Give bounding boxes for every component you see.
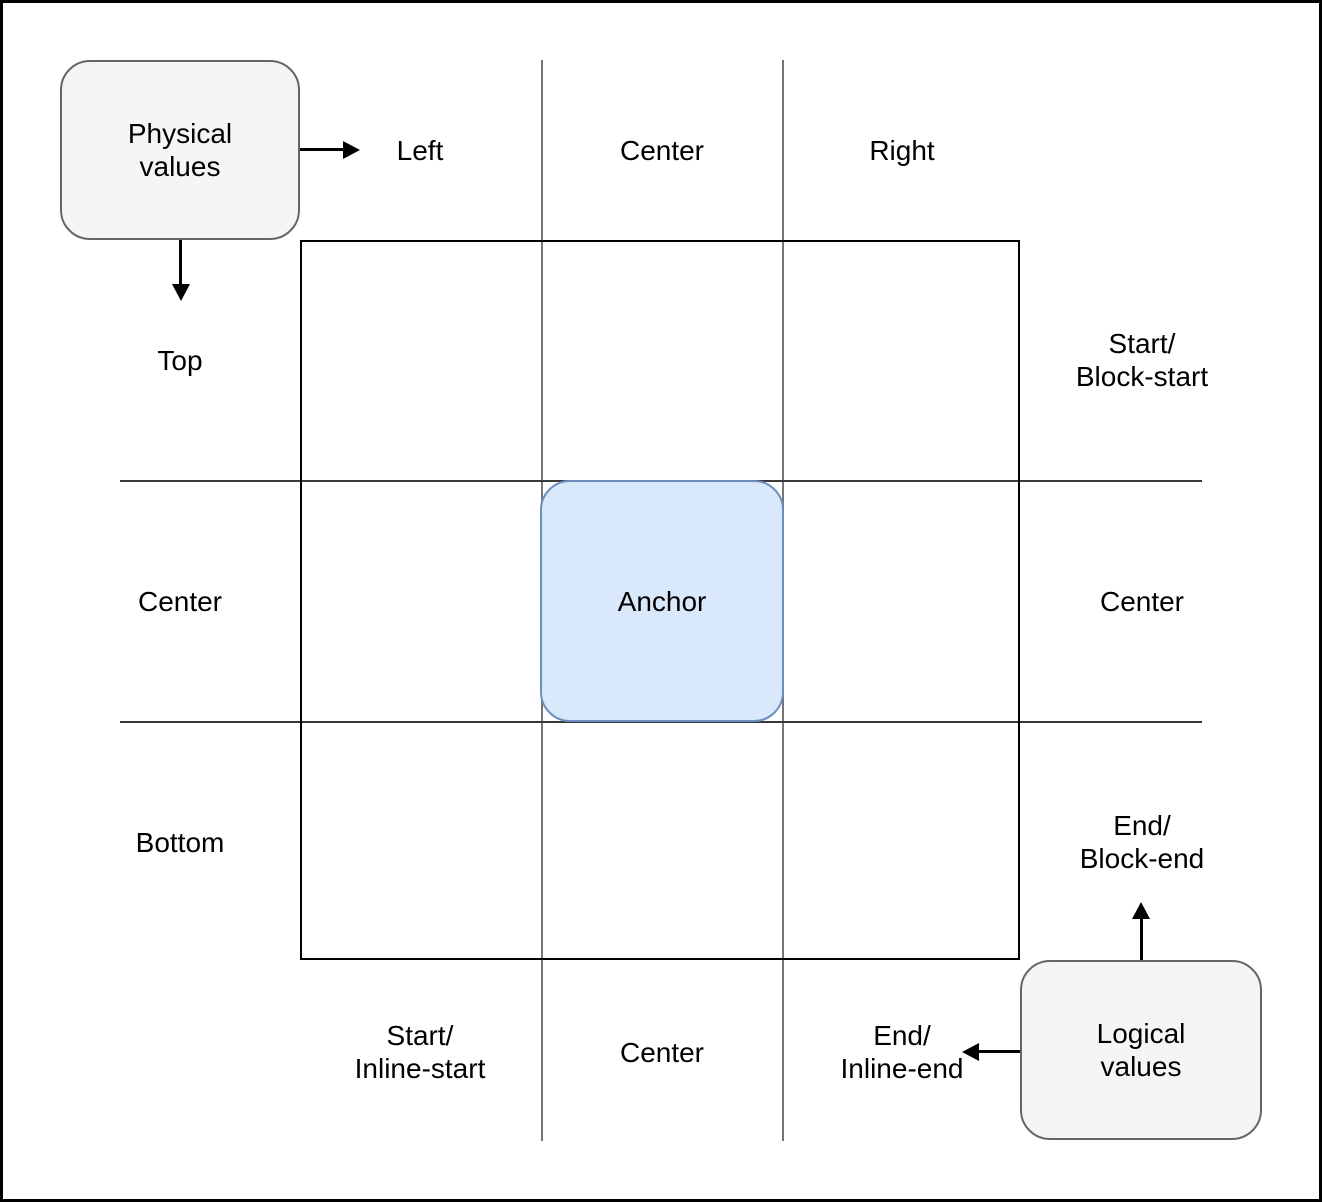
label-end-inline-end: End/ Inline-end — [840, 1020, 964, 1084]
label-end-block-end: End/ Block-end — [1079, 810, 1205, 874]
logical-values-label: Logical values — [1096, 1018, 1186, 1082]
physical-values-label: Physical values — [127, 118, 233, 182]
label-bottom: Bottom — [135, 826, 225, 858]
anchor-grid-square — [300, 240, 1020, 960]
physical-to-top-arrowhead-icon — [172, 284, 190, 301]
label-left: Left — [396, 134, 444, 166]
logical-to-block-end-arrowhead-icon — [1132, 902, 1150, 919]
anchor-box: Anchor — [540, 480, 784, 722]
physical-values-box: Physical values — [60, 60, 300, 240]
label-top: Top — [157, 344, 203, 376]
logical-values-box: Logical values — [1020, 960, 1262, 1140]
logical-to-inline-end-arrow-shaft — [979, 1050, 1020, 1053]
physical-to-left-arrowhead-icon — [343, 141, 360, 159]
physical-to-left-arrow-shaft — [300, 148, 343, 151]
label-left-center: Center — [137, 585, 223, 617]
label-right: Right — [869, 134, 935, 166]
anchor-label: Anchor — [617, 585, 707, 617]
label-start-block-start: Start/ Block-start — [1075, 328, 1209, 392]
label-start-inline-start: Start/ Inline-start — [354, 1020, 486, 1084]
physical-to-top-arrow-shaft — [179, 240, 182, 284]
label-right-center: Center — [1099, 585, 1185, 617]
label-bottom-center: Center — [619, 1036, 705, 1068]
logical-to-inline-end-arrowhead-icon — [962, 1043, 979, 1061]
grid-horizontal-line-bottom — [120, 721, 1202, 723]
label-top-center: Center — [619, 134, 705, 166]
logical-to-block-end-arrow-shaft — [1140, 919, 1143, 960]
